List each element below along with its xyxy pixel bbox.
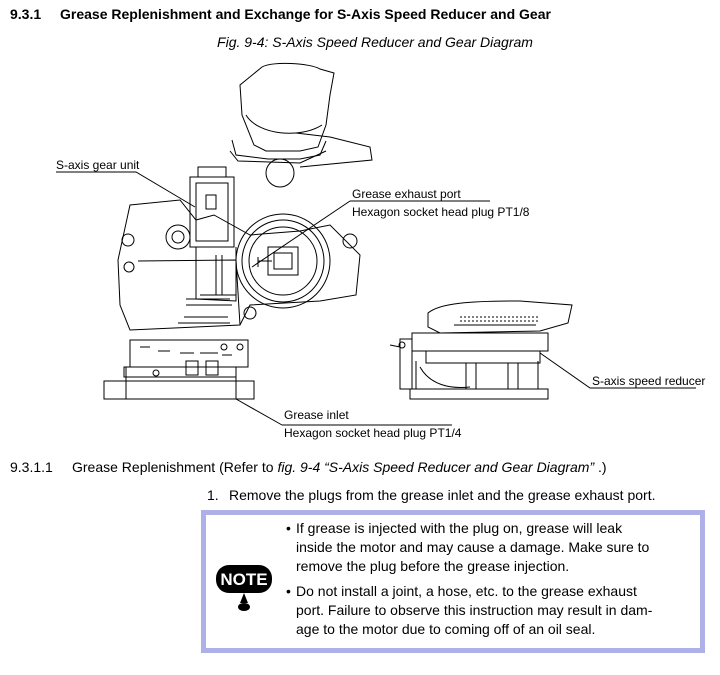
note-line: Do not install a joint, a hose, etc. to …: [296, 583, 637, 599]
section-number: 9.3.1: [10, 6, 42, 22]
subsection-text: Grease Replenishment (Refer to: [72, 459, 278, 475]
svg-text:NOTE: NOTE: [220, 570, 267, 589]
label-exhaust-port: Grease exhaust port: [352, 187, 461, 201]
note-box: NOTE • If grease is injected with the pl…: [201, 510, 705, 653]
label-inlet-plug: Hexagon socket head plug PT1/4: [284, 426, 462, 440]
reducer-leader: [539, 352, 696, 389]
note-item-1: • If grease is injected with the plug on…: [286, 519, 698, 576]
note-line: If grease is injected with the plug on, …: [296, 520, 623, 536]
inlet-leader: [235, 398, 452, 426]
step-1: 1. Remove the plugs from the grease inlet…: [207, 487, 655, 503]
note-line: remove the plug before the grease inject…: [296, 558, 570, 574]
subsection-heading: 9.3.1.1 Grease Replenishment (Refer to fi…: [10, 459, 607, 475]
bullet: •: [286, 520, 291, 536]
exhaust-leader: [251, 200, 490, 268]
base-body-drawing: [117, 166, 361, 331]
note-line: port. Failure to observe this instructio…: [296, 602, 653, 618]
s-axis-diagram: S-axis gear unit Grease exhaust port Hex…: [56, 62, 705, 440]
step-text: Remove the plugs from the grease inlet a…: [229, 487, 656, 503]
section-heading: 9.3.1 Grease Replenishment and Exchange f…: [10, 6, 551, 22]
note-inner: NOTE • If grease is injected with the pl…: [206, 515, 700, 648]
note-item-2: • Do not install a joint, a hose, etc. t…: [286, 582, 698, 639]
figure-reference[interactable]: fig. 9-4 “S-Axis Speed Reducer and Gear …: [277, 459, 599, 475]
note-line: inside the motor and may cause a damage.…: [296, 539, 650, 555]
bullet: •: [286, 583, 291, 599]
note-list: • If grease is injected with the plug on…: [286, 519, 698, 645]
label-exhaust-plug: Hexagon socket head plug PT1/8: [352, 205, 530, 219]
label-grease-inlet: Grease inlet: [284, 408, 349, 422]
base-plate-drawing: [103, 339, 255, 400]
upper-arm-drawing: [229, 62, 373, 188]
label-speed-reducer: S-axis speed reducer: [592, 374, 705, 388]
note-icon: NOTE: [216, 565, 272, 611]
section-title: Grease Replenishment and Exchange for S-…: [60, 6, 551, 22]
figure-caption: Fig. 9-4: S-Axis Speed Reducer and Gear …: [217, 34, 533, 50]
gear-unit-leader: [56, 171, 196, 208]
note-line: age to the motor due to coming off of an…: [296, 621, 596, 637]
speed-reducer-drawing: [389, 300, 573, 400]
subsection-number: 9.3.1.1: [10, 459, 53, 475]
step-number: 1.: [207, 487, 219, 503]
subsection-text-end: .): [598, 459, 607, 475]
label-gear-unit: S-axis gear unit: [56, 158, 140, 172]
